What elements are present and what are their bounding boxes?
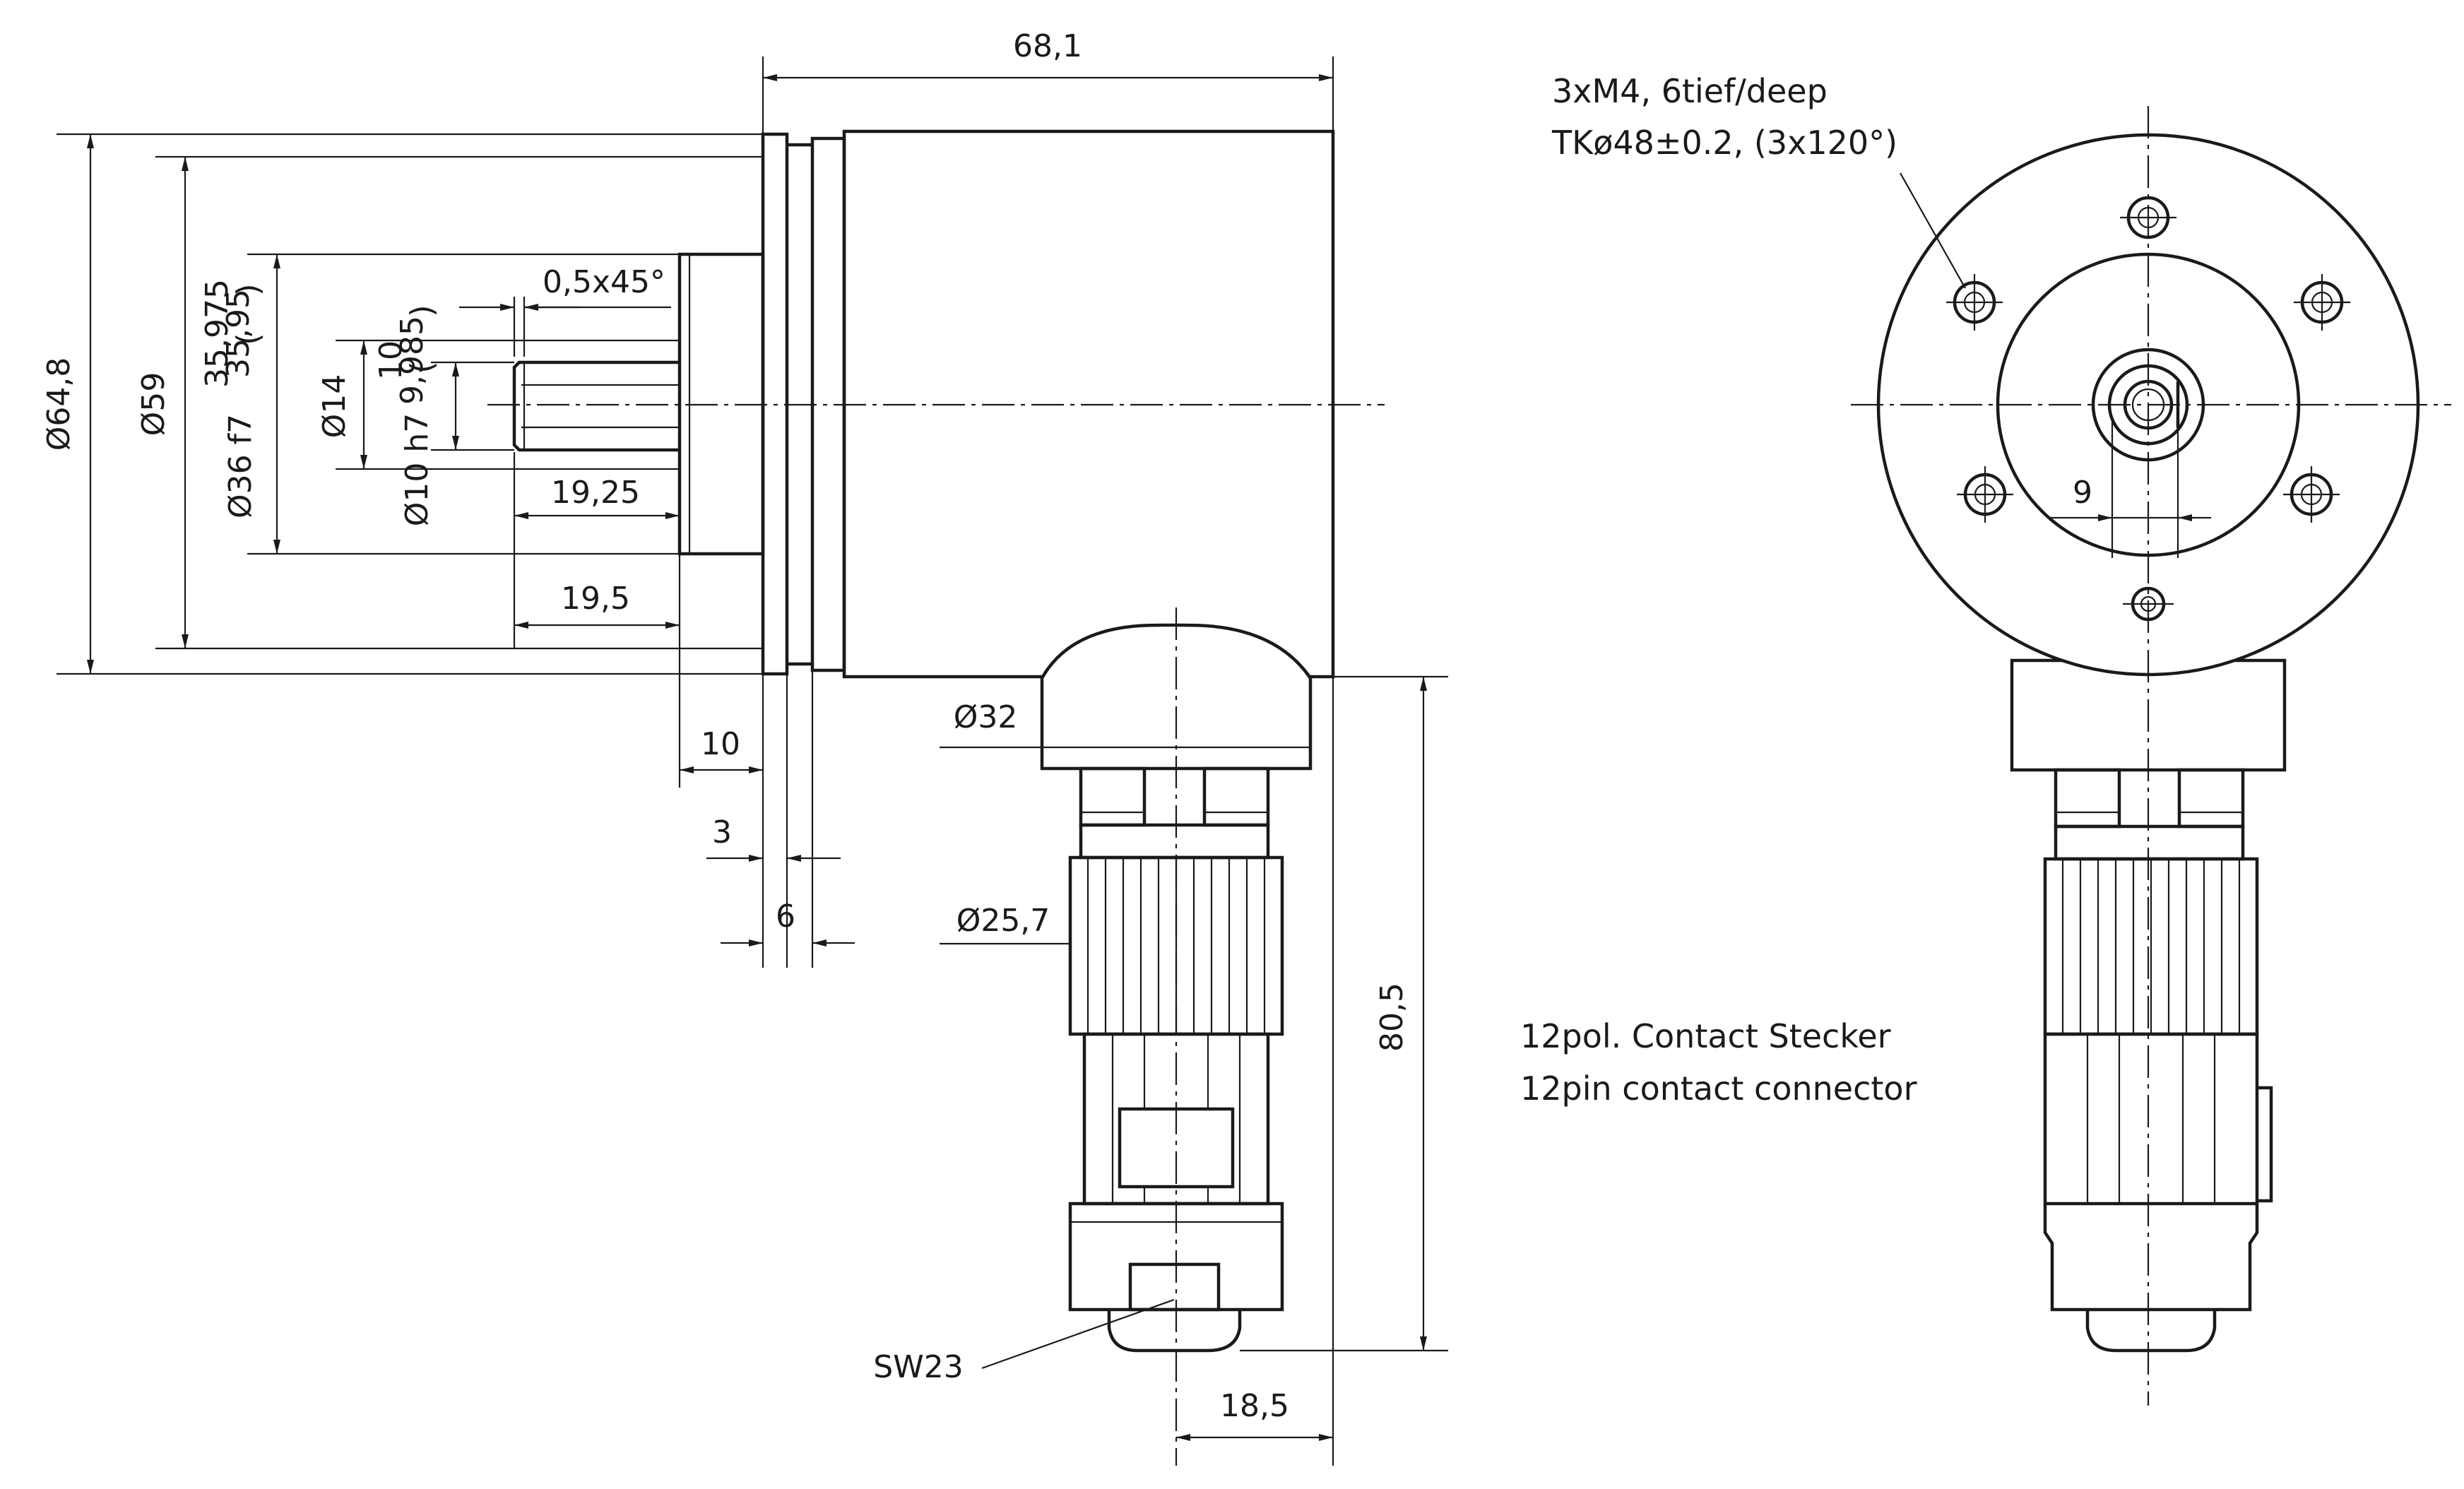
dimension-lines [87, 74, 1427, 1441]
dim-shaft-tol-lower: 9,985 [394, 316, 430, 405]
dim-shaft-diameter: Ø10 h7 [399, 413, 435, 527]
svg-text:): ) [230, 283, 266, 295]
dim-flange-diameter: Ø36 f7 [223, 414, 259, 518]
dim-shaft-tol-upper: 10 [373, 340, 409, 380]
dim-shaft-length-a: 19,25 [551, 475, 640, 511]
dim-flange-tol-lower: 35,95 [220, 289, 256, 378]
dim-shaft-step-diameter: Ø14 [316, 374, 353, 439]
svg-text:): ) [404, 304, 440, 316]
dim-connector-body-diameter: Ø25,7 [956, 903, 1050, 939]
dim-flange-offset: 6 [776, 898, 795, 935]
mounting-note-line-2: TKø48±0.2, (3x120°) [1551, 124, 1897, 162]
dimension-labels: 68,1 Ø64,8 Ø59 Ø36 f7 ( 35,975 35,95 ) Ø… [41, 28, 1410, 1424]
dim-connector-nut-diameter: Ø32 [954, 699, 1018, 735]
dim-housing-diameter: Ø64,8 [41, 357, 77, 451]
front-view: 9 3xM4, 6tief/deep TKø48±0.2, (3x120°) 1… [1520, 72, 2451, 1406]
svg-text:(: ( [404, 361, 440, 373]
hole-centerlines [1946, 216, 2350, 605]
dim-flange-thickness: 10 [701, 726, 740, 762]
dim-wrench-size: SW23 [873, 1349, 963, 1385]
connector-note: 12pol. Contact Stecker 12pin contact con… [1520, 1017, 1917, 1108]
dim-connector-height: 80,5 [1374, 983, 1410, 1052]
dim-centering-diameter: Ø59 [136, 372, 172, 437]
dim-shaft-length-b: 19,5 [561, 581, 630, 617]
side-view: 68,1 Ø64,8 Ø59 Ø36 f7 ( 35,975 35,95 ) Ø… [41, 28, 1448, 1466]
dim-chamfer: 0,5x45° [543, 264, 665, 300]
dim-flange-plate: 3 [712, 814, 732, 850]
connector-note-line-2: 12pin contact connector [1520, 1069, 1917, 1108]
dim-flange-tol-upper: 35,975 [199, 279, 235, 388]
dim-overall-length: 68,1 [1013, 28, 1082, 64]
mounting-note: 3xM4, 6tief/deep TKø48±0.2, (3x120°) [1551, 72, 1966, 289]
connector-note-line-1: 12pol. Contact Stecker [1520, 1017, 1891, 1055]
flat-dimension: 9 [2049, 417, 2211, 558]
mounting-note-line-1: 3xM4, 6tief/deep [1552, 72, 1828, 110]
dim-connector-offset: 18,5 [1220, 1388, 1289, 1424]
connector-tail [1107, 1310, 1242, 1353]
wrench-flat [1128, 1262, 1221, 1312]
dim-flat: 9 [2073, 475, 2092, 511]
shaft [512, 360, 680, 452]
svg-text:(: ( [230, 333, 266, 345]
